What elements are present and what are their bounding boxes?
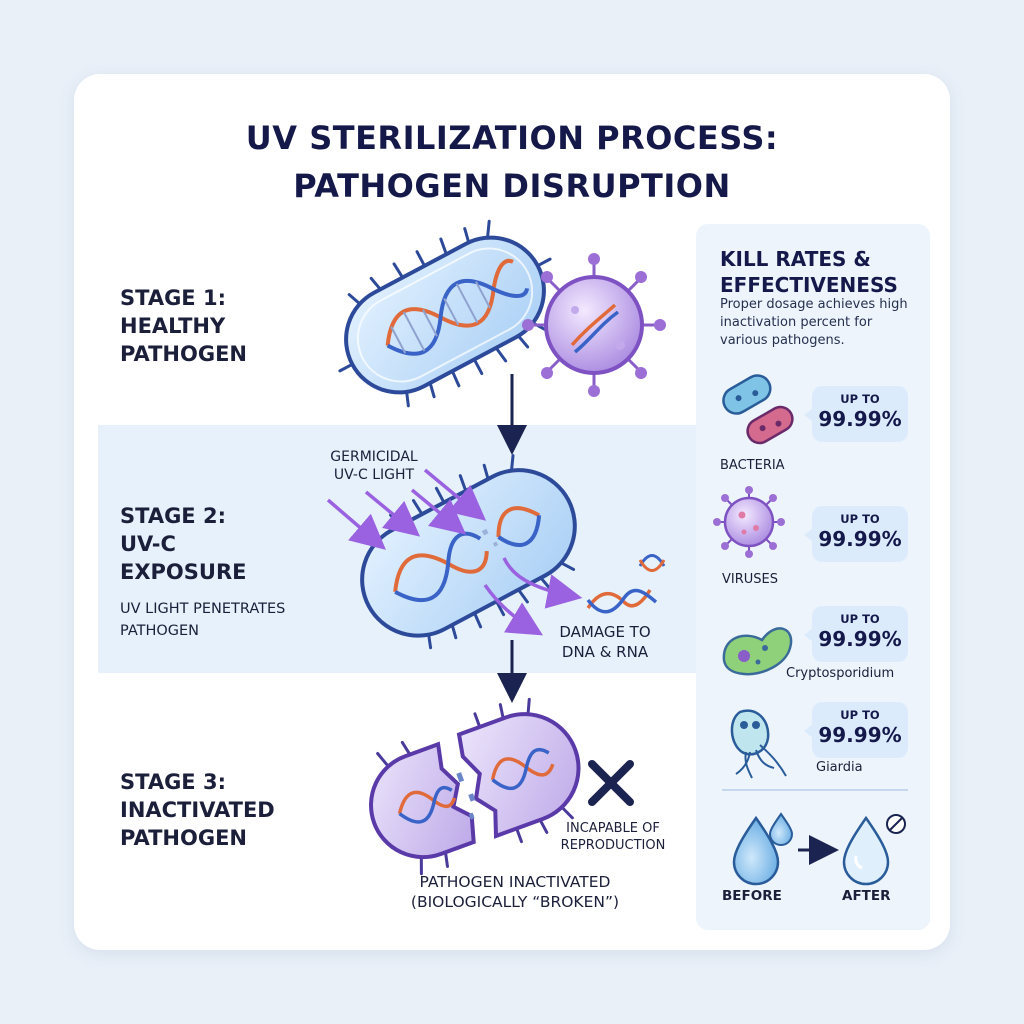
rate-bubble-bacteria: UP TO 99.99% <box>804 386 908 442</box>
damaged-dna-icon <box>586 554 666 614</box>
stage-1-heading: STAGE 1: HEALTHY PATHOGEN <box>120 286 247 366</box>
healthy-bacterium-icon <box>338 219 552 408</box>
cryptosporidium-icon <box>722 627 793 676</box>
giardia-icon <box>730 709 787 779</box>
virus-icon <box>713 486 785 558</box>
inactivated-caption: PATHOGEN INACTIVATED (BIOLOGICALLY “BROK… <box>410 873 620 911</box>
x-mark-icon <box>588 760 634 806</box>
after-label: AFTER <box>842 888 891 904</box>
pathogen-name-cryptosporidium: Cryptosporidium <box>786 666 895 681</box>
panel-description: Proper dosage achieves high inactivation… <box>720 297 908 348</box>
dna-damage-label: DAMAGE TO DNA & RNA <box>559 623 651 661</box>
rate-bubble-cryptosporidium: UP TO 99.99% <box>804 606 908 662</box>
prohibited-icon <box>886 814 906 834</box>
water-drop-icon <box>732 812 794 886</box>
clean-water-drop-icon <box>842 815 890 886</box>
stage-3-heading: STAGE 3: INACTIVATED PATHOGEN <box>120 770 275 850</box>
kill-rates-panel <box>696 224 930 930</box>
panel-title: KILL RATES & EFFECTIVENESS <box>720 247 898 297</box>
pathogen-name-bacteria: BACTERIA <box>720 458 785 473</box>
bacteria-icon <box>722 374 794 445</box>
healthy-virus-icon <box>522 253 666 397</box>
reproduction-label: INCAPABLE OF REPRODUCTION <box>560 821 666 853</box>
exposed-bacterium-icon <box>360 454 577 650</box>
page-title-line-1: UV STERILIZATION PROCESS: <box>245 119 779 157</box>
pathogen-name-giardia: Giardia <box>816 760 863 775</box>
rate-bubble-viruses: UP TO 99.99% <box>804 506 908 562</box>
page-title-line-2: PATHOGEN DISRUPTION <box>293 167 731 205</box>
inactivated-bacterium-icon <box>369 697 581 876</box>
stage-2-heading: STAGE 2: UV-C EXPOSURE <box>120 504 247 584</box>
uv-arrow-icon <box>326 468 583 636</box>
pathogen-name-viruses: VIRUSES <box>722 572 778 587</box>
uv-light-label: GERMICIDAL UV-C LIGHT <box>330 449 418 483</box>
before-label: BEFORE <box>722 888 782 904</box>
stage-2-description: UV LIGHT PENETRATES PATHOGEN <box>120 601 286 639</box>
rate-bubble-giardia: UP TO 99.99% <box>804 702 908 758</box>
dna-icon <box>385 258 530 356</box>
